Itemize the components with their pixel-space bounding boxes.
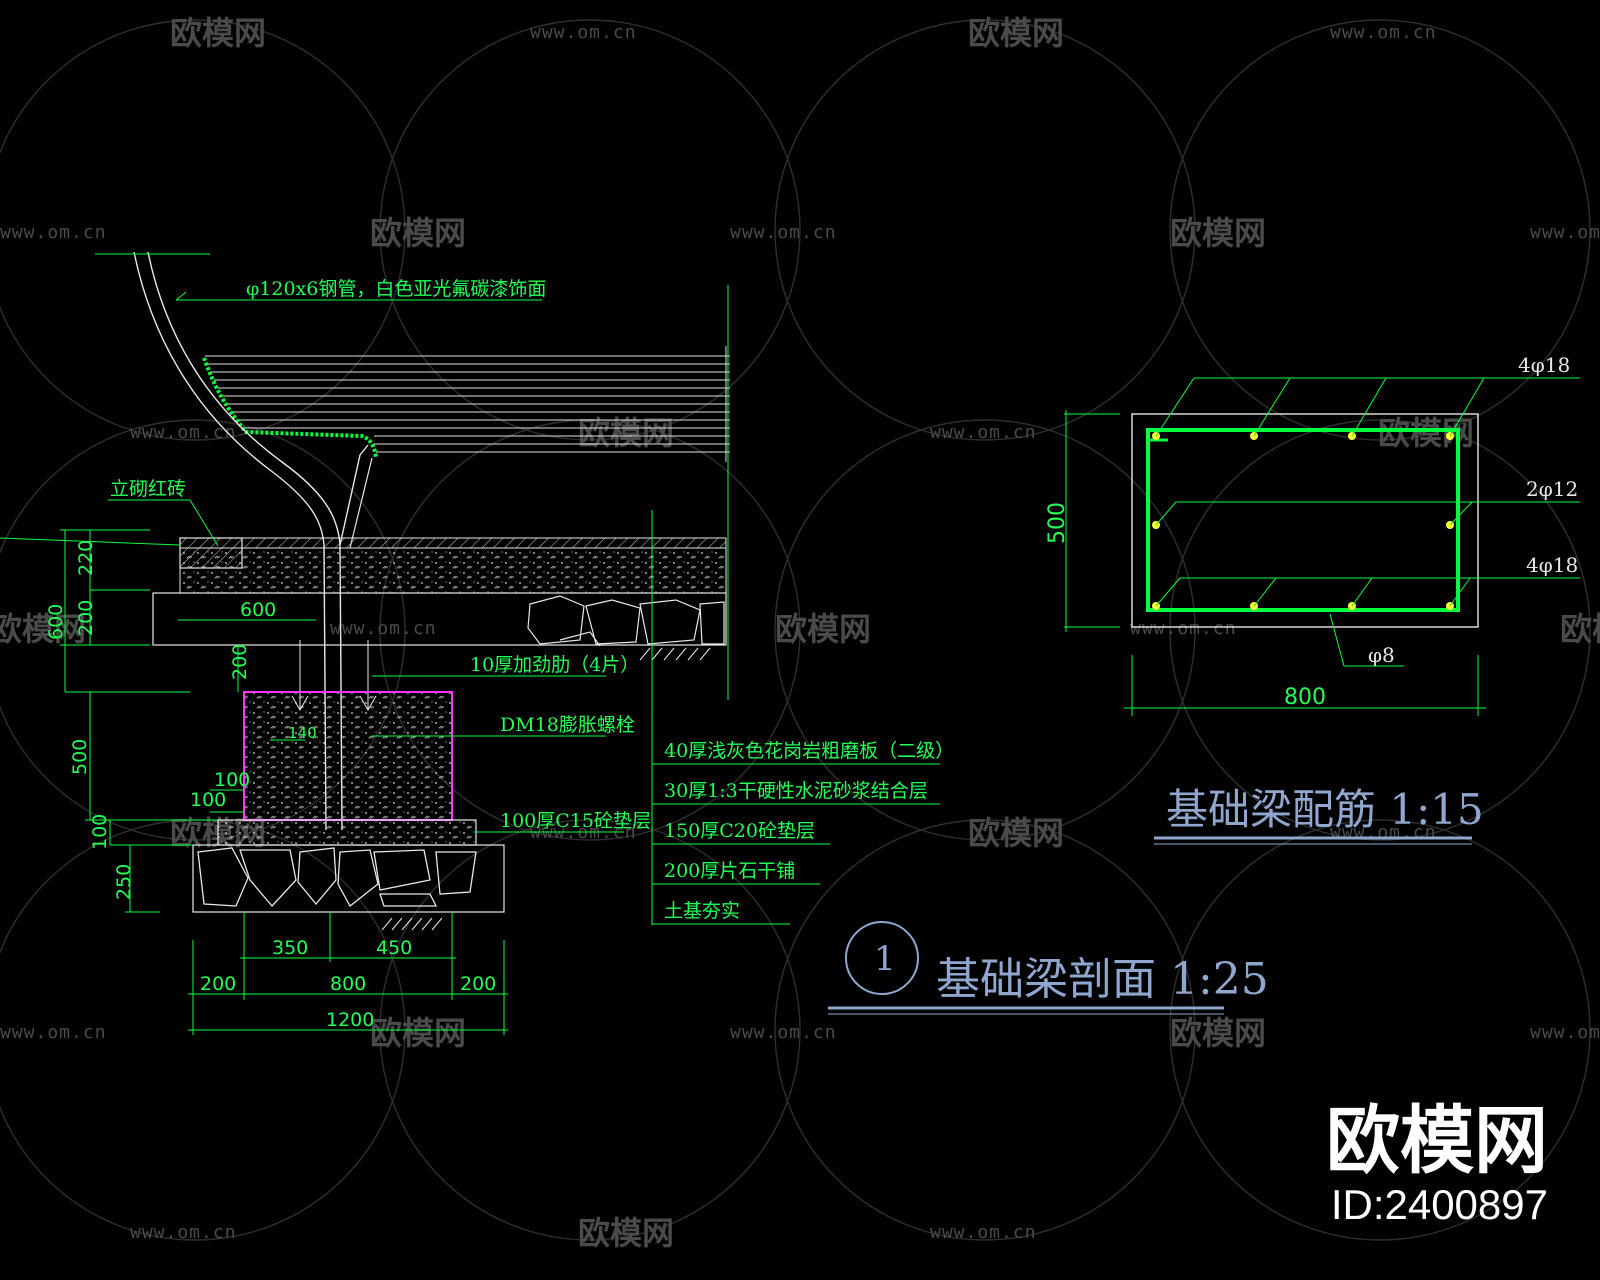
foundation-section: 220 200 600 600 200 500 140 100 100 100 …	[0, 251, 1269, 1035]
watermark-brand: 欧模网	[370, 1014, 466, 1052]
watermark-brand: 欧模网	[578, 1214, 674, 1252]
dim-600-vertical: 600	[45, 604, 67, 640]
watermark-url: www.om.cn	[730, 1022, 837, 1043]
dim-200-left: 200	[200, 973, 236, 995]
granite-layer	[241, 537, 727, 549]
dim-width: 800	[1284, 685, 1326, 710]
brand-badge: 欧模网 ID:2400897	[1326, 1104, 1548, 1228]
rebar-points	[1152, 432, 1454, 610]
watermark-url: www.om.cn	[930, 422, 1037, 443]
layer-mortar: 30厚1:3干硬性水泥砂浆结合层	[664, 780, 928, 802]
watermark-url: www.om.cn	[1530, 1022, 1600, 1043]
watermark-brand: 欧模网	[775, 610, 871, 648]
watermark-brand: 欧模网	[968, 14, 1064, 52]
watermark-brand: 欧模网	[170, 14, 266, 52]
dim-500: 500	[69, 739, 91, 775]
watermark-brand: 欧模网	[0, 610, 86, 648]
watermark-url: www.om.cn	[730, 222, 837, 243]
section-index-circle	[845, 921, 919, 995]
section-index: 1	[874, 939, 896, 979]
watermark-url: www.om.cn	[1330, 22, 1437, 43]
watermark-url: www.om.cn	[330, 618, 437, 639]
rubble-right	[527, 595, 725, 647]
watermark-brand: 欧模网	[370, 214, 466, 252]
beam-outline	[1131, 413, 1479, 628]
layer-spec-list	[652, 763, 940, 925]
label-steel-pipe: φ120x6钢管，白色亚光氟碳漆饰面	[246, 278, 546, 300]
model-id: ID:2400897	[1330, 1180, 1548, 1228]
brand-name: 欧模网	[1326, 1097, 1548, 1184]
foundation-block	[243, 691, 453, 821]
layer-subgrade: 土基夯实	[664, 900, 740, 922]
watermark-url: www.om.cn	[0, 1022, 107, 1043]
watermark-text: 欧模网 www.om.cn 欧模网 www.om.cn www.om.cn 欧模…	[0, 14, 1600, 1252]
watermark-brand: 欧模网	[968, 814, 1064, 852]
label-red-brick: 立砌红砖	[110, 478, 186, 500]
dim-100-vertical: 100	[89, 814, 111, 850]
watermark-url: www.om.cn	[530, 22, 637, 43]
dim-200-rib: 200	[229, 644, 251, 680]
watermark-url: www.om.cn	[930, 1222, 1037, 1243]
label-expansion-bolt: DM18膨胀螺栓	[500, 714, 635, 736]
rebar-detail: 4φ18 2φ12 4φ18 φ8 500 800 基础梁配筋 1:15	[1045, 353, 1580, 845]
dim-600-horizontal: 600	[240, 599, 276, 621]
dim-220: 220	[75, 540, 97, 576]
dim-100: 100	[190, 789, 226, 811]
watermark-url: www.om.cn	[130, 422, 237, 443]
layer-c20-concrete: 150厚C20砼垫层	[664, 820, 815, 842]
label-side-bars: 2φ12	[1526, 477, 1578, 501]
dim-200: 200	[75, 600, 97, 636]
dim-450: 450	[376, 937, 412, 959]
watermark-url: www.om.cn	[1530, 222, 1600, 243]
rebar-title: 基础梁配筋 1:15	[1166, 785, 1484, 834]
section-title: 基础梁剖面 1:25	[936, 954, 1269, 1005]
watermark-url: www.om.cn	[1130, 618, 1237, 639]
dim-200-right: 200	[460, 973, 496, 995]
dim-height: 500	[1045, 502, 1070, 544]
layer-rubble: 200厚片石干铺	[664, 860, 795, 882]
steel-pipe	[133, 251, 327, 831]
stirrup	[1146, 428, 1460, 612]
layer-granite: 40厚浅灰色花岗岩粗磨板（二级）	[664, 740, 954, 762]
dim-1200: 1200	[326, 1009, 374, 1031]
left-dimensions	[0, 529, 316, 913]
dim-800: 800	[330, 973, 366, 995]
label-top-bars: 4φ18	[1518, 353, 1570, 377]
label-stiffener-rib: 10厚加劲肋（4片）	[470, 654, 639, 676]
dim-350: 350	[272, 937, 308, 959]
rubble-base	[192, 844, 505, 913]
label-bottom-bars: 4φ18	[1526, 553, 1578, 577]
rubble-stones	[197, 847, 477, 907]
label-cushion: 100厚C15砼垫层	[500, 810, 651, 832]
beam-cap	[152, 592, 727, 646]
dim-100: 100	[214, 769, 250, 791]
seat-slats	[205, 346, 730, 462]
concrete-layer	[179, 547, 727, 594]
watermark-url: www.om.cn	[130, 1222, 237, 1243]
watermark-brand: 欧模网	[1170, 1014, 1266, 1052]
dim-140: 140	[288, 724, 317, 742]
watermark-brand: 欧模网	[1560, 610, 1600, 648]
watermark-url: www.om.cn	[0, 222, 107, 243]
c15-cushion	[217, 819, 477, 846]
watermark-brand: 欧模网	[1170, 214, 1266, 252]
label-stirrup: φ8	[1368, 643, 1395, 667]
dim-250: 250	[113, 864, 135, 900]
